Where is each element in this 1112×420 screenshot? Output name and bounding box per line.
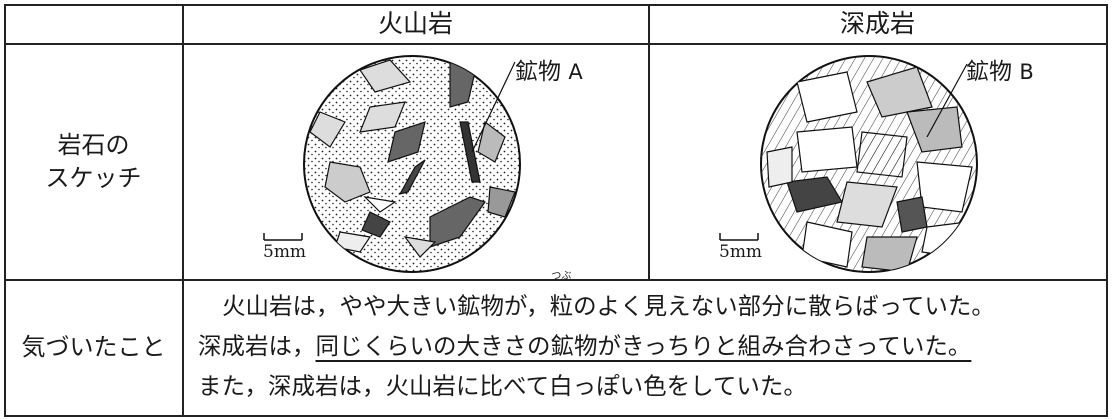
observation-line-1: 火山岩は，やや大きい鉱物が，粒 つぶのよく見えない部分に散らばっていた。 [198,272,1108,326]
mineral-a-label: 鉱物 A [515,52,583,86]
observation-line-2-part-1: 深成岩は， [198,332,316,360]
ruby-text: つぶ [551,271,572,282]
mineral-a-letter: A [568,60,583,84]
table-divider-middle [648,4,650,280]
observation-line-2-underlined: 同じくらいの大きさの鉱物がきっちりと組み合わさっていた。 [315,332,972,360]
plutonic-rock-sketch [760,55,978,273]
volcanic-rock-sketch [303,55,521,273]
row-label-sketch: 岩石の スケッチ [5,44,182,279]
table-divider-label-col [182,4,184,416]
ruby-base: 粒 [549,292,574,320]
observations-text: 火山岩は，やや大きい鉱物が，粒 つぶのよく見えない部分に散らばっていた。 深成岩は… [198,272,1108,406]
header-volcanic-rock: 火山岩 [377,9,453,39]
row-label-sketch-line2: スケッチ [45,163,142,192]
header-plutonic-rock: 深成岩 [839,9,915,39]
observation-line-2: 深成岩は，同じくらいの大きさの鉱物がきっちりと組み合わさっていた。 [198,326,1108,366]
row-label-sketch-line1: 岩石の [57,131,130,160]
mineral-a-text: 鉱物 [515,59,561,85]
table-border-top [4,4,1108,6]
scale-bar-right [719,233,759,241]
table-border-left [4,4,6,416]
scale-label-right: 5mm [719,242,763,262]
mineral-b-letter: B [1019,60,1034,84]
row-label-notes: 気づいたこと [21,333,166,362]
scale-bar-left [263,233,303,241]
ruby-tsubu: 粒つぶ [549,272,574,326]
mineral-b-label: 鉱物 B [966,52,1034,86]
observation-line-1-part-2: のよく見えない部分に散らばっていた。 [573,292,995,320]
scale-label-left: 5mm [263,242,307,262]
observation-line-1-part-1: 火山岩は，やや大きい鉱物が， [222,292,550,320]
observation-line-3: また，深成岩は，火山岩に比べて白っぽい色をしていた。 [198,372,807,400]
table-divider-header [4,43,1108,45]
table-border-right [1106,4,1108,416]
table-divider-row [4,279,1108,281]
mineral-b-text: 鉱物 [966,59,1012,85]
table-border-bottom [4,415,1108,417]
